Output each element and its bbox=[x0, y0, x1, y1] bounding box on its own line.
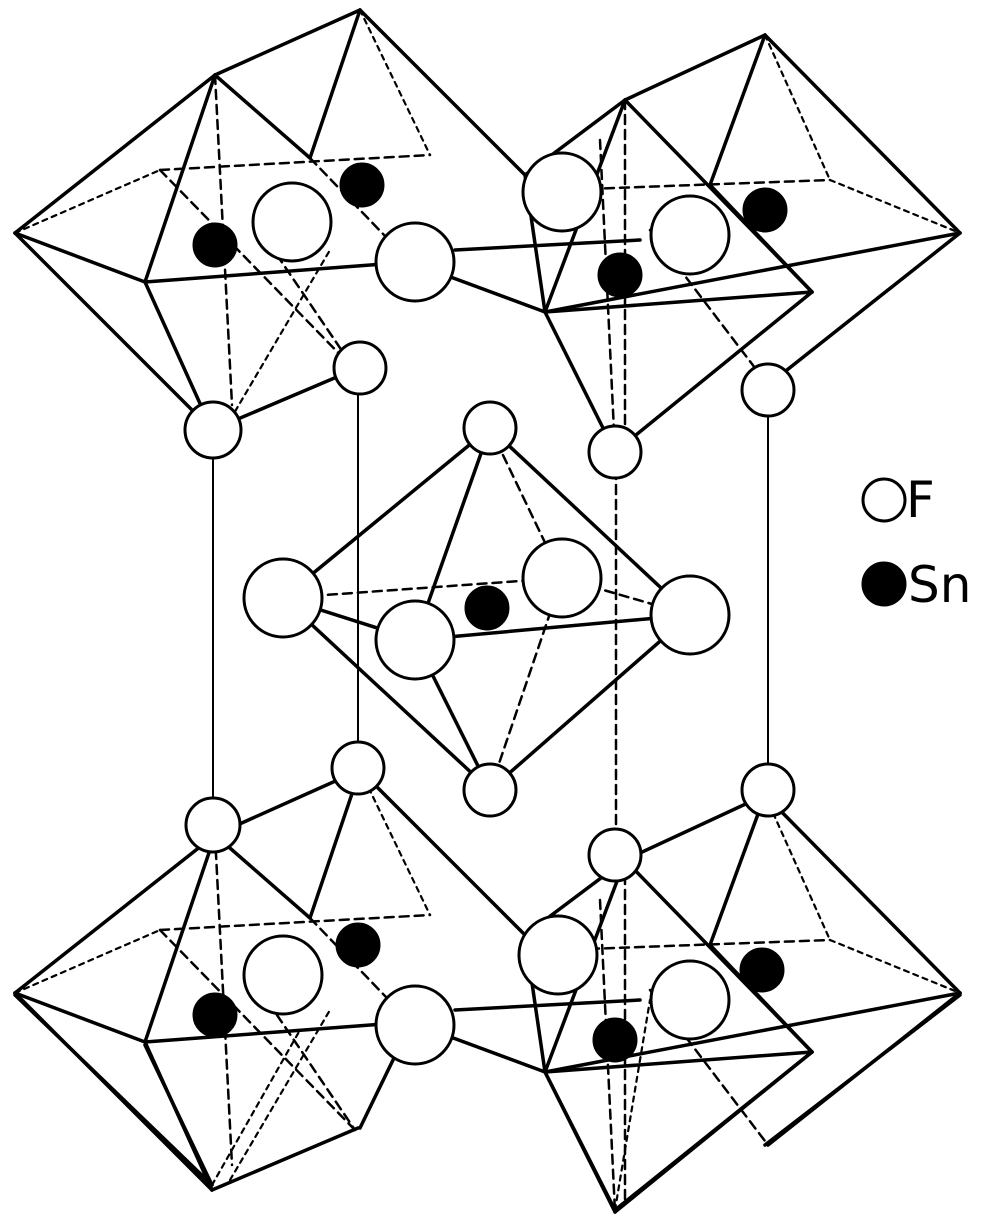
octahedron-edge-bottom bbox=[13, 833, 217, 995]
legend-label-sn: Sn bbox=[908, 556, 972, 614]
octahedron-edge-bottom bbox=[143, 1043, 214, 1187]
octahedron-edge-top bbox=[258, 228, 357, 372]
fluorine-atom bbox=[330, 740, 386, 796]
legend-label-f: F bbox=[906, 471, 935, 529]
octahedron-edge-top bbox=[143, 260, 412, 284]
octahedron-edge-bottom bbox=[13, 928, 162, 995]
octahedron-edge-top bbox=[543, 231, 962, 314]
octahedron-edge-bottom bbox=[613, 1050, 814, 1212]
octahedron-edge-bottom bbox=[543, 1070, 617, 1212]
octahedron-edge-bottom bbox=[623, 793, 767, 862]
tin-atom bbox=[464, 585, 510, 631]
fluorine-atom bbox=[521, 151, 603, 233]
octahedron-edge-top bbox=[158, 168, 357, 372]
octahedron-edge-bottom bbox=[543, 1050, 814, 1074]
octahedron-edge-bottom bbox=[358, 768, 527, 937]
fluorine-atom bbox=[184, 796, 242, 854]
fluorine-atom bbox=[462, 762, 518, 818]
octahedron-edge-top bbox=[708, 33, 767, 187]
octahedron-edge-bottom bbox=[708, 793, 767, 947]
octahedron-edge-top bbox=[13, 231, 147, 284]
octahedron-edge-top bbox=[308, 8, 362, 160]
octahedron-edge-top bbox=[558, 178, 832, 192]
central-octahedron-edge bbox=[413, 613, 692, 642]
octahedron-edge-top bbox=[453, 238, 642, 252]
octahedron-edge-top bbox=[13, 231, 214, 432]
octahedron-edge-bottom bbox=[210, 1028, 302, 1187]
octahedron-edge-bottom bbox=[708, 943, 814, 1054]
octahedron-edge-top bbox=[158, 153, 432, 172]
octahedron-edge-bottom bbox=[213, 833, 312, 920]
octahedron-edge-bottom bbox=[158, 913, 432, 932]
octahedron-edge-top bbox=[613, 290, 814, 454]
octahedron-edge-bottom bbox=[158, 928, 357, 1132]
octahedron-edge-top bbox=[543, 290, 814, 314]
octahedron-edge-top bbox=[358, 8, 432, 157]
tin-atom bbox=[592, 1017, 638, 1063]
octahedron-edge-bottom bbox=[13, 991, 147, 1044]
fluorine-atom bbox=[242, 934, 324, 1016]
octahedron-edge-bottom bbox=[558, 938, 832, 952]
fluorine-atom bbox=[242, 557, 324, 639]
central-octahedron-edge bbox=[281, 426, 492, 600]
fluorine-atom bbox=[332, 340, 388, 396]
fluorine-atom bbox=[649, 959, 731, 1041]
tin-atom bbox=[739, 947, 785, 993]
octahedron-edge-bottom bbox=[763, 793, 962, 995]
octahedron-edge-top bbox=[708, 183, 814, 294]
tin-atom bbox=[192, 222, 238, 268]
legend-marker-sn bbox=[861, 561, 907, 607]
octahedron-edge-top bbox=[13, 168, 162, 235]
octahedron-edge-top bbox=[623, 33, 767, 102]
octahedron-edge-bottom bbox=[143, 833, 217, 1044]
fluorine-atom bbox=[462, 400, 518, 456]
octahedron-edge-bottom bbox=[613, 998, 652, 1212]
central-octahedron-edge bbox=[281, 576, 564, 600]
legend-marker-f bbox=[861, 477, 907, 523]
fluorine-atom bbox=[740, 762, 796, 818]
octahedron-edge-top bbox=[228, 248, 332, 422]
fluorine-atom bbox=[251, 181, 333, 263]
octahedron-edge-bottom bbox=[228, 1008, 332, 1182]
fluorine-atom bbox=[374, 984, 456, 1066]
tin-atom bbox=[742, 187, 788, 233]
central-octahedron-edge bbox=[281, 596, 492, 792]
fluorine-atom bbox=[183, 400, 243, 460]
fluorine-atom bbox=[649, 574, 731, 656]
fluorine-atom bbox=[649, 194, 731, 276]
fluorine-atom bbox=[374, 221, 456, 303]
tin-atom bbox=[339, 162, 385, 208]
octahedron-edge-bottom bbox=[13, 993, 214, 1187]
central-octahedron-edge bbox=[488, 613, 692, 792]
central-octahedron-edge bbox=[488, 426, 692, 617]
fluorine-atom bbox=[521, 537, 603, 619]
tin-atom bbox=[335, 922, 381, 968]
octahedron-edge-bottom bbox=[763, 993, 962, 1147]
octahedron-edge-top bbox=[143, 73, 217, 284]
tin-atom bbox=[192, 992, 238, 1038]
octahedron-edge-bottom bbox=[358, 768, 432, 917]
tin-atom bbox=[597, 252, 643, 298]
octahedron-edge-bottom bbox=[763, 793, 832, 942]
octahedron-edge-top bbox=[766, 231, 962, 387]
octahedron-edge-bottom bbox=[453, 998, 642, 1012]
octahedron-edge-bottom bbox=[210, 1126, 360, 1192]
fluorine-atom bbox=[587, 424, 643, 480]
octahedron-edge-top bbox=[828, 178, 962, 235]
octahedron-edge-top bbox=[13, 73, 217, 235]
octahedron-edge-top bbox=[213, 8, 362, 77]
fluorine-atom bbox=[740, 362, 796, 418]
octahedron-edge-top bbox=[358, 8, 527, 177]
octahedron-edge-top bbox=[213, 73, 312, 160]
fluorine-atom bbox=[517, 914, 599, 996]
fluorine-atom bbox=[374, 599, 456, 681]
octahedron-edge-bottom bbox=[828, 938, 962, 995]
octahedron-edge-top bbox=[763, 33, 962, 235]
fluorine-atom bbox=[587, 827, 643, 883]
octahedron-edge-bottom bbox=[258, 988, 357, 1132]
octahedron-edge-bottom bbox=[143, 1020, 412, 1044]
octahedron-edge-top bbox=[763, 33, 832, 182]
